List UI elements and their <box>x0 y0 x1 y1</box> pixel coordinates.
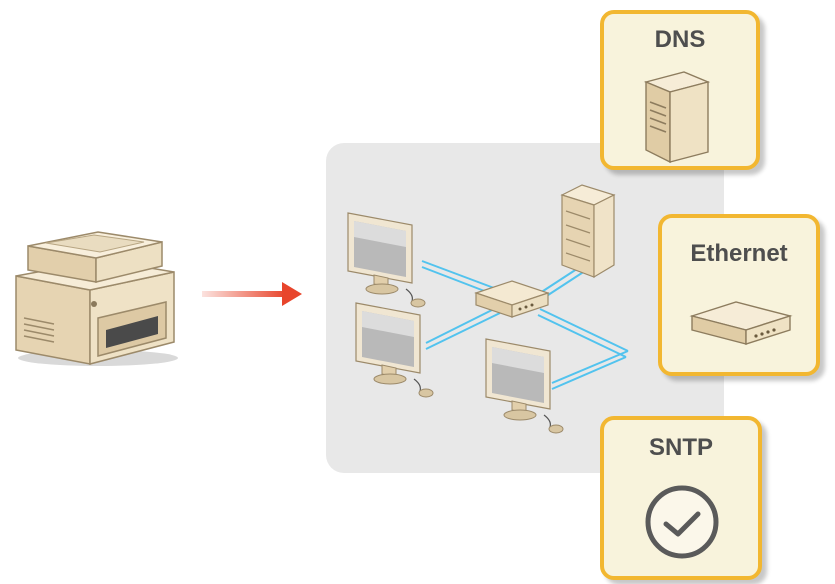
network-hub-icon <box>689 296 794 346</box>
server-icon <box>560 184 616 279</box>
network-illustration <box>326 143 724 473</box>
computer-icon <box>355 302 434 398</box>
printer-icon <box>10 218 180 368</box>
ethernet-tile: Ethernet <box>658 214 820 376</box>
dns-tile: DNS <box>600 10 760 170</box>
ethernet-label: Ethernet <box>690 240 788 267</box>
sntp-tile: SNTP <box>600 416 762 580</box>
dns-label: DNS <box>654 26 706 53</box>
hub-icon <box>474 280 550 318</box>
connection-arrow-icon <box>198 280 306 308</box>
computer-icon <box>347 212 426 308</box>
clock-icon <box>642 482 722 562</box>
sntp-label: SNTP <box>648 434 713 461</box>
server-tower-icon <box>643 68 720 164</box>
computer-icon <box>485 338 564 434</box>
